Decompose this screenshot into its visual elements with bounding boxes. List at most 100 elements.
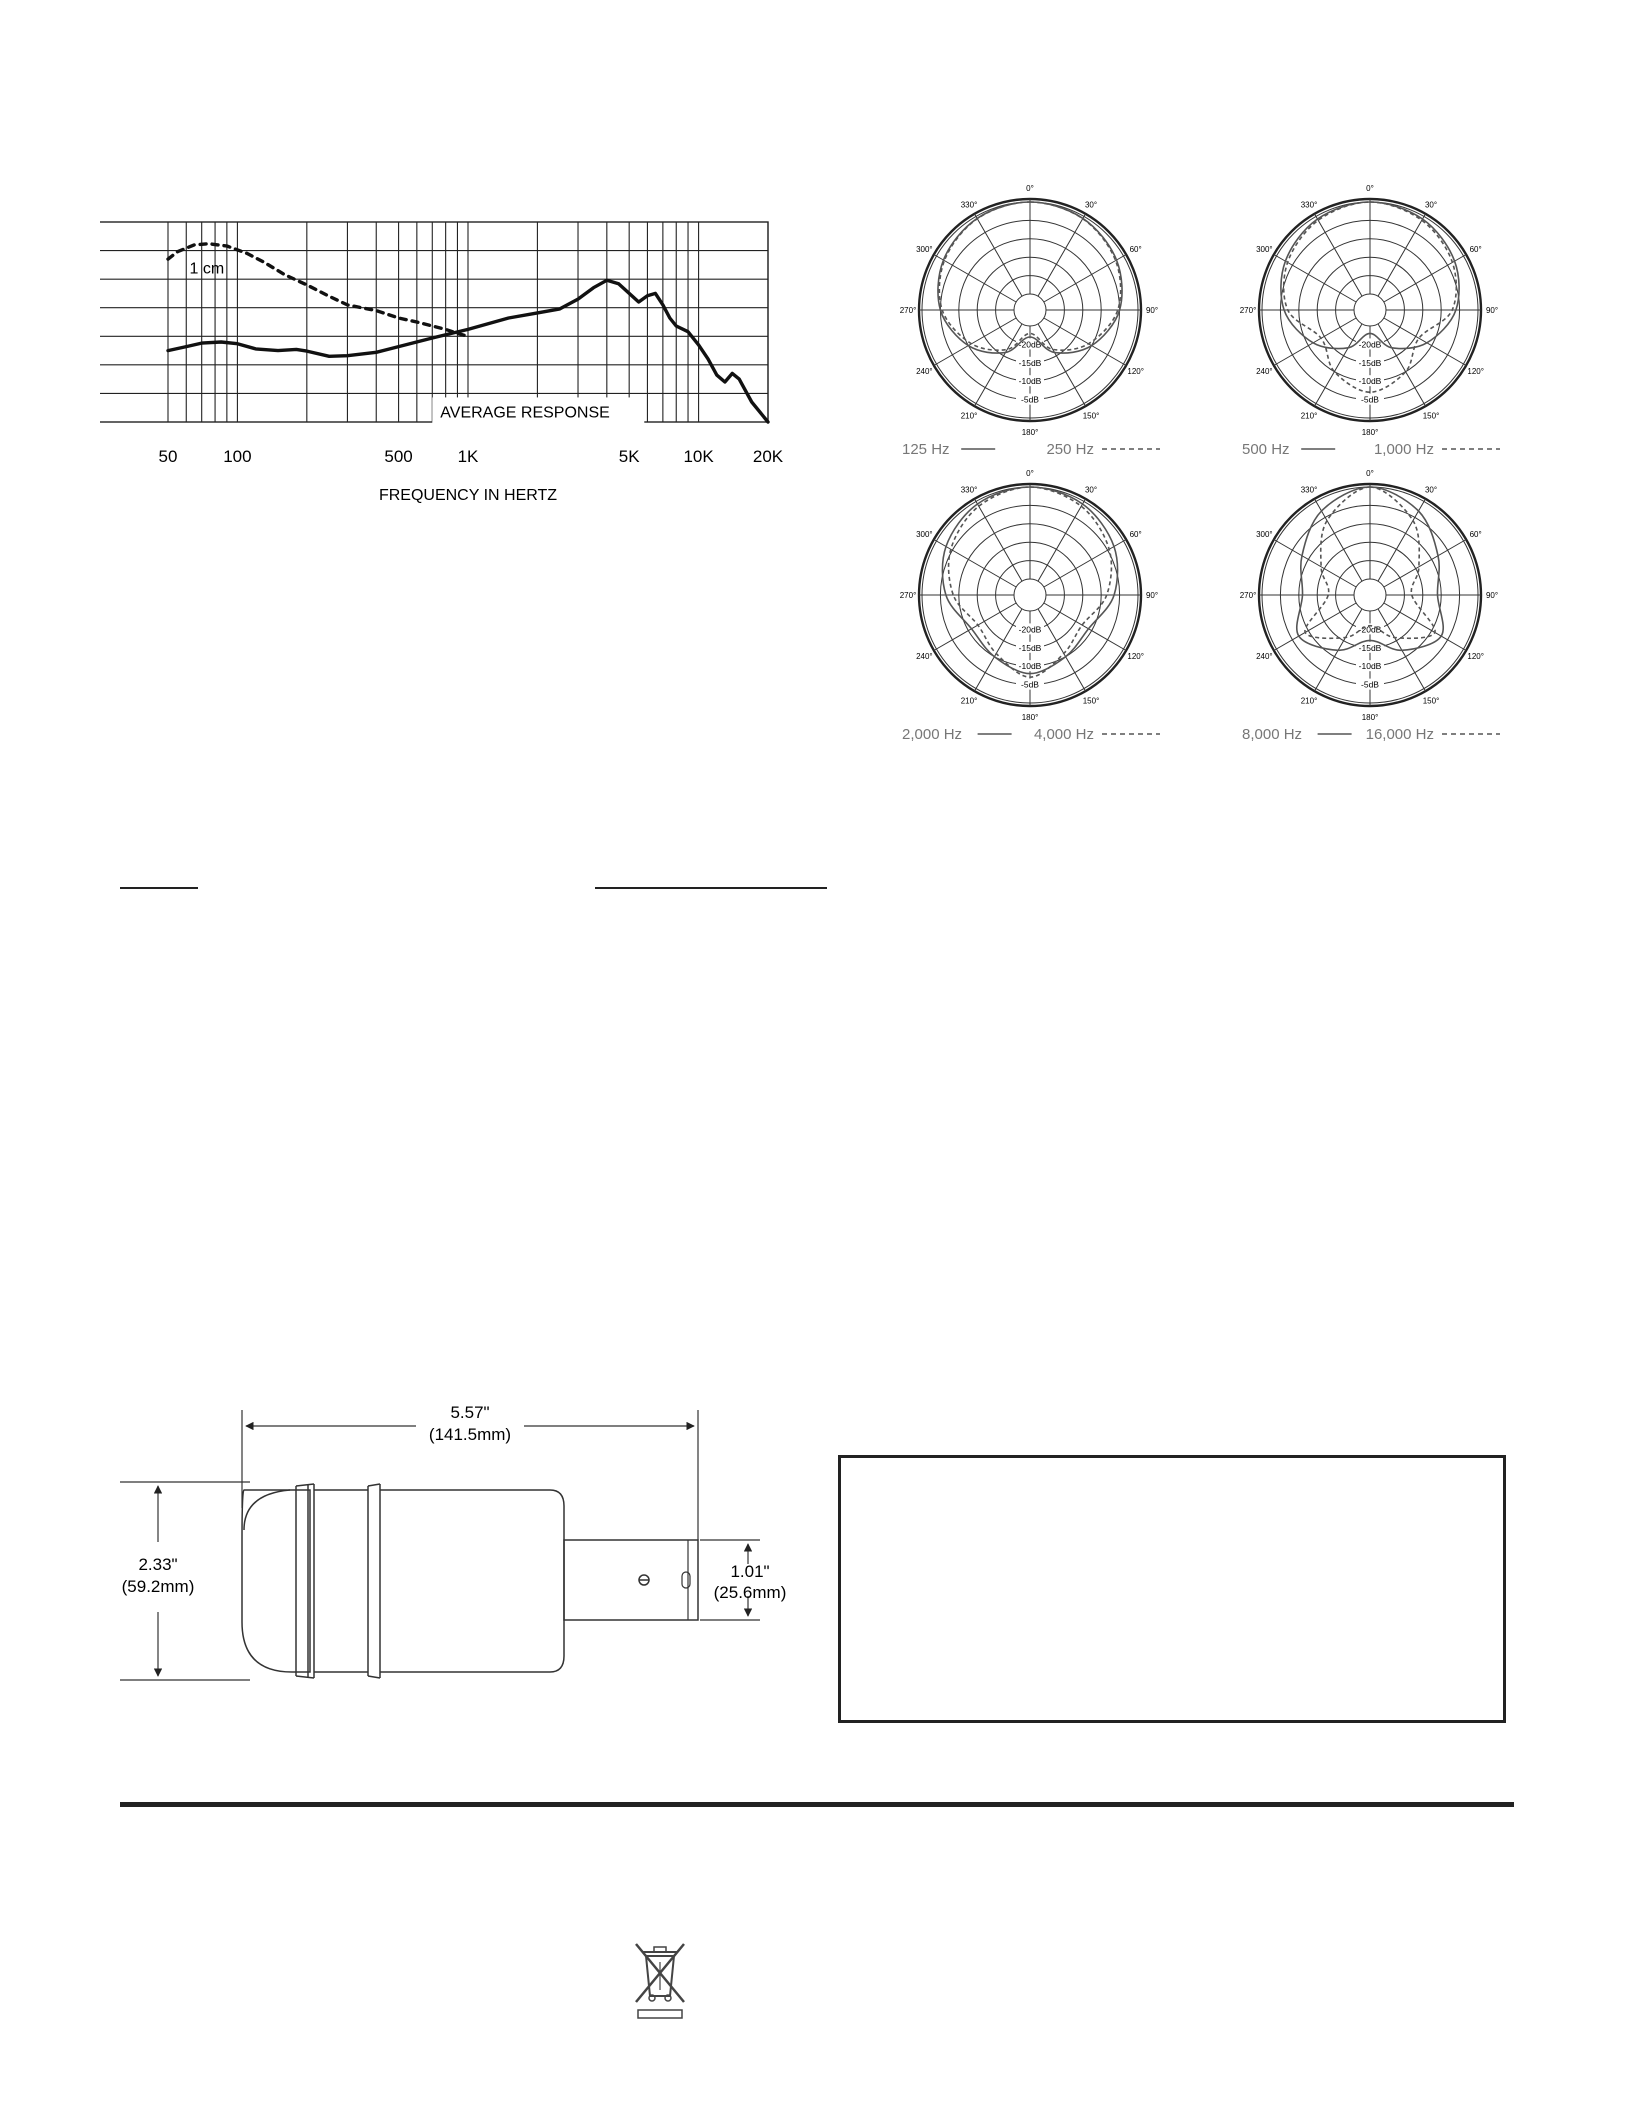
polar-angle-label: 60° (1470, 530, 1482, 539)
polar-angle-label: 90° (1146, 306, 1158, 315)
polar-angle-label: 0° (1366, 469, 1374, 478)
polar-angle-label: 270° (1240, 591, 1257, 600)
fr-frame (87, 221, 769, 423)
length-inches: 5.57" (450, 1403, 489, 1422)
polar-spoke (1314, 213, 1363, 297)
polar-spoke (1037, 323, 1086, 407)
fr-xtick-label: 500 (384, 447, 412, 466)
fr-series-average (166, 278, 770, 424)
polar-ring-label: -15dB (1019, 358, 1042, 368)
polar-plot-3: 0°30°60°90°120°150°180°210°240°270°300°3… (900, 469, 1160, 743)
polar-ring-label-bg (1016, 375, 1044, 387)
polar-spoke (1383, 317, 1467, 366)
polar-angle-label: 120° (1467, 652, 1484, 661)
polar-angle-label: 210° (1301, 697, 1318, 706)
polar-ring-label-bg (1016, 393, 1044, 405)
polar-ring-label: -5dB (1021, 395, 1039, 405)
polar-series-solid (937, 201, 1123, 354)
polar-angle-label: 60° (1130, 530, 1142, 539)
polar-series-dashed (1304, 486, 1436, 640)
fr-series-1cm (166, 242, 470, 338)
polar-angle-label: 60° (1130, 245, 1142, 254)
polar-ring-label-bg (1356, 678, 1384, 690)
diameter-mm: (59.2mm) (122, 1577, 195, 1596)
polar-angle-label: 90° (1486, 306, 1498, 315)
polar-spoke (1273, 317, 1357, 366)
polar-spoke (1037, 498, 1086, 582)
polar-angle-label: 180° (1022, 428, 1039, 437)
polar-patterns-svg: 0°30°60°90°120°150°180°210°240°270°300°3… (900, 184, 1500, 743)
fr-xlabel: FREQUENCY IN HERTZ (379, 487, 557, 504)
polar-ring-label: -10dB (1019, 376, 1042, 386)
polar-angle-label: 330° (961, 485, 978, 494)
polar-angle-label: 30° (1085, 200, 1097, 209)
weee-bin-icon (630, 1938, 690, 2020)
polar-ring-label: -20dB (1019, 624, 1042, 634)
polar-angle-label: 150° (1423, 412, 1440, 421)
polar-spoke (933, 539, 1017, 588)
polar-angle-label: 300° (1256, 530, 1273, 539)
polar-angle-label: 270° (1240, 306, 1257, 315)
polar-angle-label: 210° (961, 412, 978, 421)
fr-xtick-label: 5K (619, 447, 640, 466)
polar-ring-label-bg (1356, 641, 1384, 653)
frequency-response-svg: +100 dB-1020501005001K5K10K20KFREQUENCY … (45, 221, 784, 504)
polar-angle-label: 330° (1301, 485, 1318, 494)
polar-ring-label-bg (1356, 356, 1384, 368)
fr-xtick-label: 20K (753, 447, 784, 466)
polar-spoke (1043, 317, 1127, 366)
polar-legend-dashed-label: 4,000 Hz (1034, 726, 1094, 743)
polar-angle-label: 0° (1026, 469, 1034, 478)
polar-plot-2: 0°30°60°90°120°150°180°210°240°270°300°3… (1240, 184, 1500, 458)
polar-spoke (1377, 323, 1426, 407)
polar-angle-label: 300° (916, 245, 933, 254)
polar-spoke (1377, 498, 1426, 582)
polar-spoke (933, 602, 1017, 651)
polar-legend-solid-label: 125 Hz (902, 441, 950, 458)
polar-angle-label: 120° (1467, 367, 1484, 376)
polar-ring-label-bg (1356, 660, 1384, 672)
polar-ring-label: -10dB (1359, 376, 1382, 386)
polar-ring-label: -20dB (1359, 624, 1382, 634)
polar-angle-label: 180° (1362, 713, 1379, 722)
polar-spoke (1037, 213, 1086, 297)
polar-angle-label: 120° (1127, 367, 1144, 376)
polar-center-ring (1013, 578, 1047, 612)
polar-spoke (1273, 602, 1357, 651)
polar-plot-4: 0°30°60°90°120°150°180°210°240°270°300°3… (1240, 469, 1500, 743)
fr-annotation-bg (432, 397, 645, 426)
polar-series-dashed (1282, 201, 1458, 394)
info-box (838, 1455, 1506, 1723)
polar-angle-label: 60° (1470, 245, 1482, 254)
fr-annotation-average: AVERAGE RESPONSE (440, 404, 610, 421)
polar-spoke (974, 213, 1023, 297)
polar-series-solid (941, 486, 1119, 675)
polar-angle-label: 180° (1022, 713, 1039, 722)
polar-ring-label: -10dB (1359, 661, 1382, 671)
polar-center-ring (1013, 293, 1047, 327)
polar-spoke (1314, 498, 1363, 582)
polar-angle-label: 30° (1425, 485, 1437, 494)
connector-mm: (25.6mm) (714, 1583, 787, 1602)
polar-ring-label: -20dB (1019, 339, 1042, 349)
polar-spoke (1043, 254, 1127, 303)
polar-angle-label: 0° (1026, 184, 1034, 193)
polar-ring-label: -10dB (1019, 661, 1042, 671)
diameter-inches: 2.33" (138, 1555, 177, 1574)
polar-legend-solid-label: 500 Hz (1242, 441, 1290, 458)
polar-legend-dashed-label: 250 Hz (1046, 441, 1094, 458)
polar-ring-label-bg (1016, 641, 1044, 653)
polar-ring-label-bg (1356, 375, 1384, 387)
fr-grid (87, 221, 769, 423)
polar-angle-label: 30° (1425, 200, 1437, 209)
polar-angle-label: 150° (1083, 412, 1100, 421)
polar-angle-label: 270° (900, 591, 917, 600)
polar-angle-label: 0° (1366, 184, 1374, 193)
polar-legend-dashed-label: 16,000 Hz (1366, 726, 1434, 743)
polar-ring-label-bg (1016, 660, 1044, 672)
polar-patterns: 0°30°60°90°120°150°180°210°240°270°300°3… (870, 170, 1530, 770)
polar-center-ring (1353, 578, 1387, 612)
section-heading-rule-right (595, 887, 827, 889)
polar-spoke (974, 323, 1023, 407)
polar-legend-solid-label: 2,000 Hz (902, 726, 962, 743)
